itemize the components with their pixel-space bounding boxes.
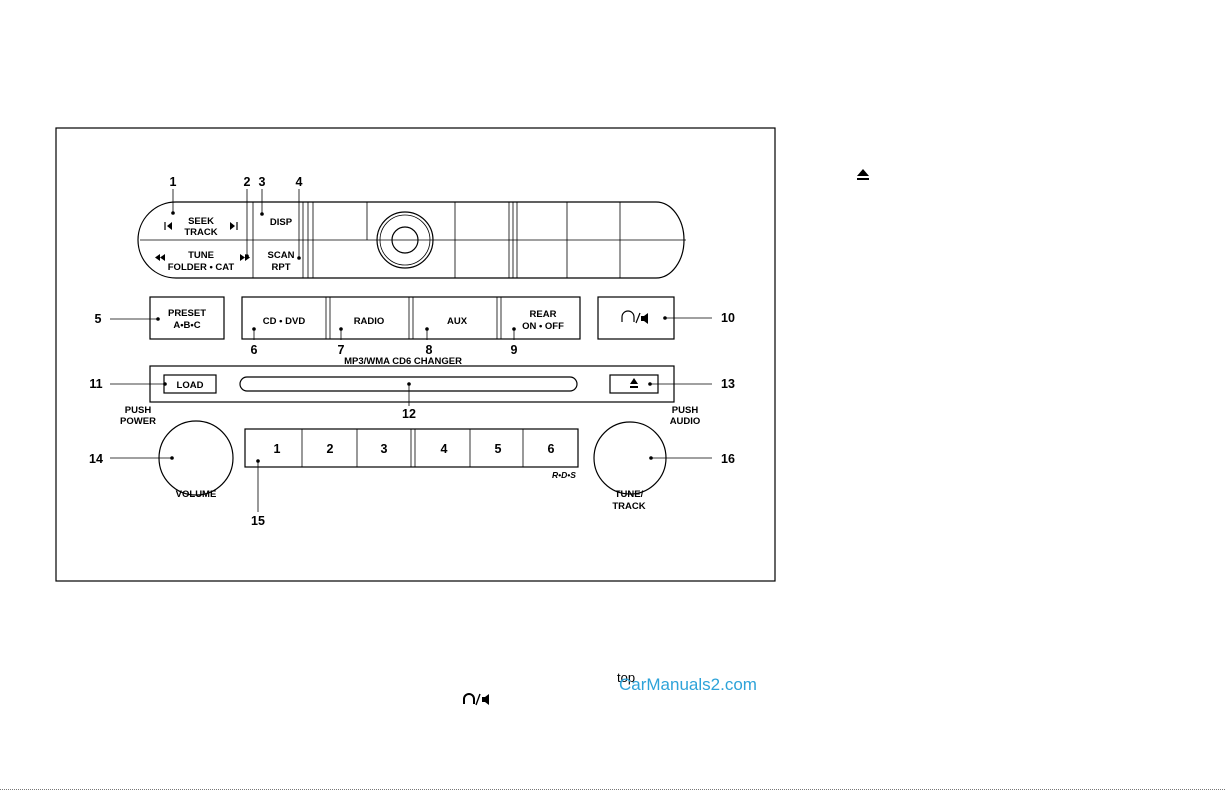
seek-label: SEEK — [188, 216, 214, 227]
push-power-label: PUSH — [125, 405, 152, 416]
preset-button[interactable]: PRESET A•B•C — [150, 297, 224, 339]
callout-7: 7 — [338, 343, 345, 357]
rewind-icon — [155, 254, 165, 261]
callout-14: 14 — [89, 452, 103, 466]
aux-button[interactable]: AUX — [447, 316, 468, 327]
preset-label: PRESET — [168, 308, 206, 319]
load-label: LOAD — [177, 380, 204, 391]
scan-label: SCAN — [268, 250, 295, 261]
preset-2-button[interactable]: 2 — [327, 442, 334, 456]
scan-rpt-button[interactable]: SCAN RPT — [268, 250, 295, 273]
load-button[interactable]: LOAD — [164, 375, 216, 393]
cd-dvd-button[interactable]: CD • DVD — [263, 316, 306, 327]
callout-16: 16 — [721, 452, 735, 466]
eject-icon — [630, 378, 638, 388]
callout-8: 8 — [426, 343, 433, 357]
rear-on-off-label: ON • OFF — [522, 321, 564, 332]
seek-track-button[interactable]: SEEK TRACK — [165, 216, 237, 238]
changer-panel — [150, 366, 674, 402]
preset-1-button[interactable]: 1 — [274, 442, 281, 456]
callout-2: 2 — [244, 175, 251, 189]
rpt-label: RPT — [272, 262, 291, 273]
preset-5-button[interactable]: 5 — [495, 442, 502, 456]
push-audio-label: PUSH — [672, 405, 699, 416]
callout-3: 3 — [259, 175, 266, 189]
track-label: TRACK — [184, 227, 217, 238]
watermark: CarManuals2.com — [619, 675, 757, 695]
preset-4-button[interactable]: 4 — [441, 442, 448, 456]
radio-button[interactable]: RADIO — [354, 316, 385, 327]
rear-label: REAR — [530, 309, 557, 320]
skip-back-icon — [165, 222, 172, 230]
push-audio-label-2: AUDIO — [670, 416, 701, 427]
volume-label: VOLUME — [176, 489, 217, 500]
preset-abc-label: A•B•C — [173, 320, 200, 331]
rds-label: R•D•S — [552, 470, 576, 480]
push-power-label-2: POWER — [120, 416, 156, 427]
callout-11: 11 — [89, 377, 102, 391]
bottom-divider — [0, 789, 1225, 790]
callout-12: 12 — [402, 407, 416, 421]
preset-3-button[interactable]: 3 — [381, 442, 388, 456]
headphone-speaker-icon — [462, 692, 502, 706]
callout-1: 1 — [170, 175, 177, 189]
callout-15: 15 — [251, 514, 265, 528]
folder-cat-label: FOLDER • CAT — [168, 262, 235, 273]
skip-forward-icon — [230, 222, 237, 230]
callout-5: 5 — [95, 312, 102, 326]
callout-13: 13 — [721, 377, 735, 391]
preset-buttons-panel — [245, 429, 578, 467]
disp-button[interactable]: DISP — [270, 217, 293, 228]
eject-icon — [855, 167, 871, 183]
callout-6: 6 — [251, 343, 258, 357]
changer-label: MP3/WMA CD6 CHANGER — [344, 356, 462, 367]
preset-6-button[interactable]: 6 — [548, 442, 555, 456]
tune-folder-button[interactable]: TUNE FOLDER • CAT — [155, 250, 250, 273]
diagram-frame — [56, 128, 775, 581]
callout-10: 10 — [721, 311, 735, 325]
callout-9: 9 — [511, 343, 518, 357]
tune-track-label-2: TRACK — [612, 501, 645, 512]
headphone-speaker-icon — [622, 311, 648, 324]
tune-track-label: TUNE/ — [615, 489, 644, 500]
tune-label: TUNE — [188, 250, 214, 261]
callout-4: 4 — [296, 175, 303, 189]
headphone-speaker-button[interactable] — [598, 297, 674, 339]
rear-button[interactable]: REAR ON • OFF — [522, 309, 564, 332]
